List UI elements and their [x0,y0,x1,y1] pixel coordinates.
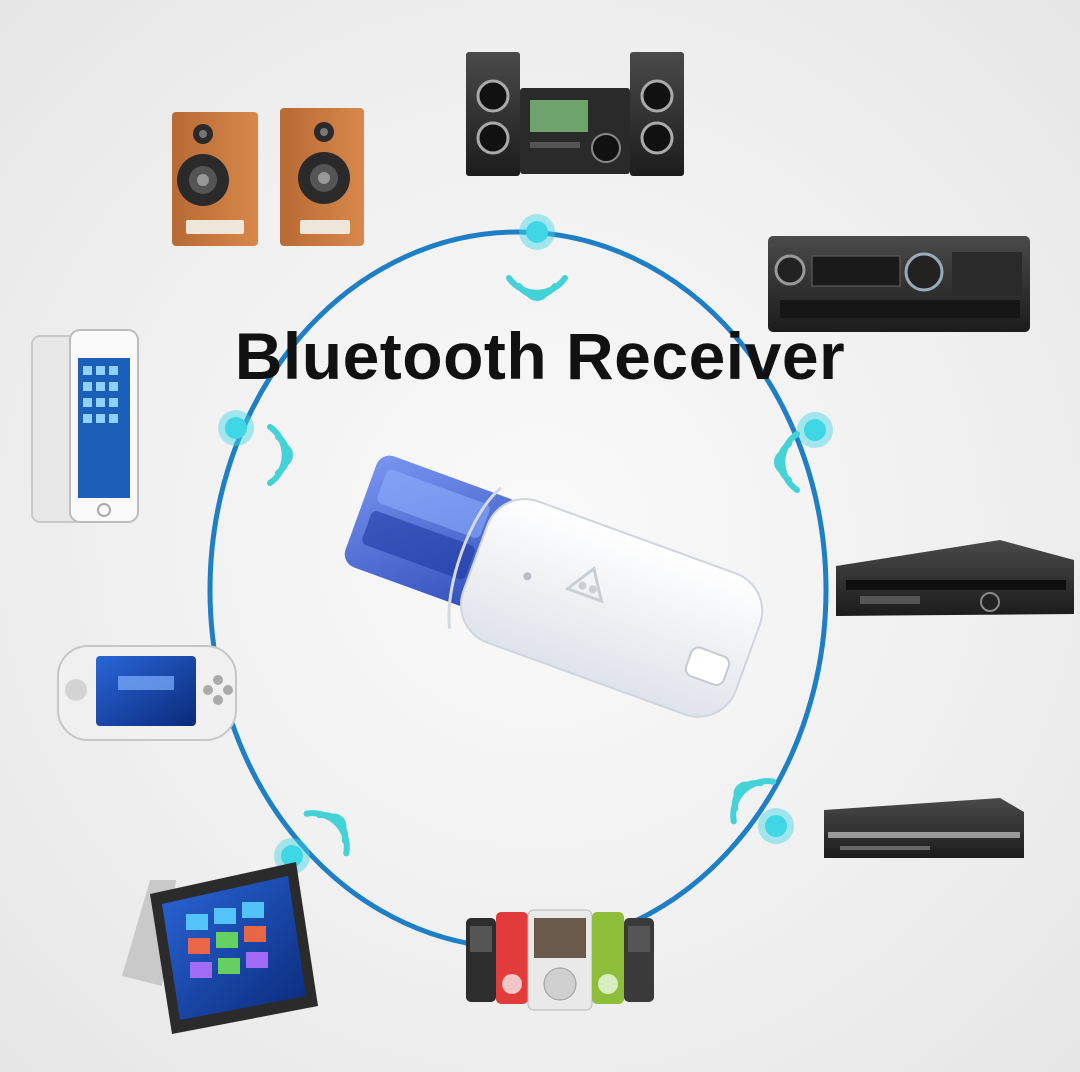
ring-node [797,412,833,448]
ring-node [218,410,254,446]
speakers-icon [172,108,364,246]
signal-waves-icon [730,778,777,825]
av-receiver-icon [768,236,1030,332]
ring-node [519,214,555,250]
logo-emblem [564,565,604,604]
signal-waves-icon [774,431,800,493]
mp3-players-icon [466,909,654,1011]
set-top-box-icon [824,798,1024,858]
hifi-system-icon [466,52,684,176]
signal-waves-icon [303,810,350,857]
handheld-console-icon [57,645,237,741]
smartphones-icon [31,329,139,523]
tablet-icon [122,862,318,1034]
ring-node [758,808,794,844]
bluetooth-dongle [344,455,764,718]
signal-waves-icon [267,424,293,486]
title-text: Bluetooth Receiver [234,319,846,393]
dvd-player-icon [836,540,1074,616]
signal-waves-icon [506,275,568,301]
